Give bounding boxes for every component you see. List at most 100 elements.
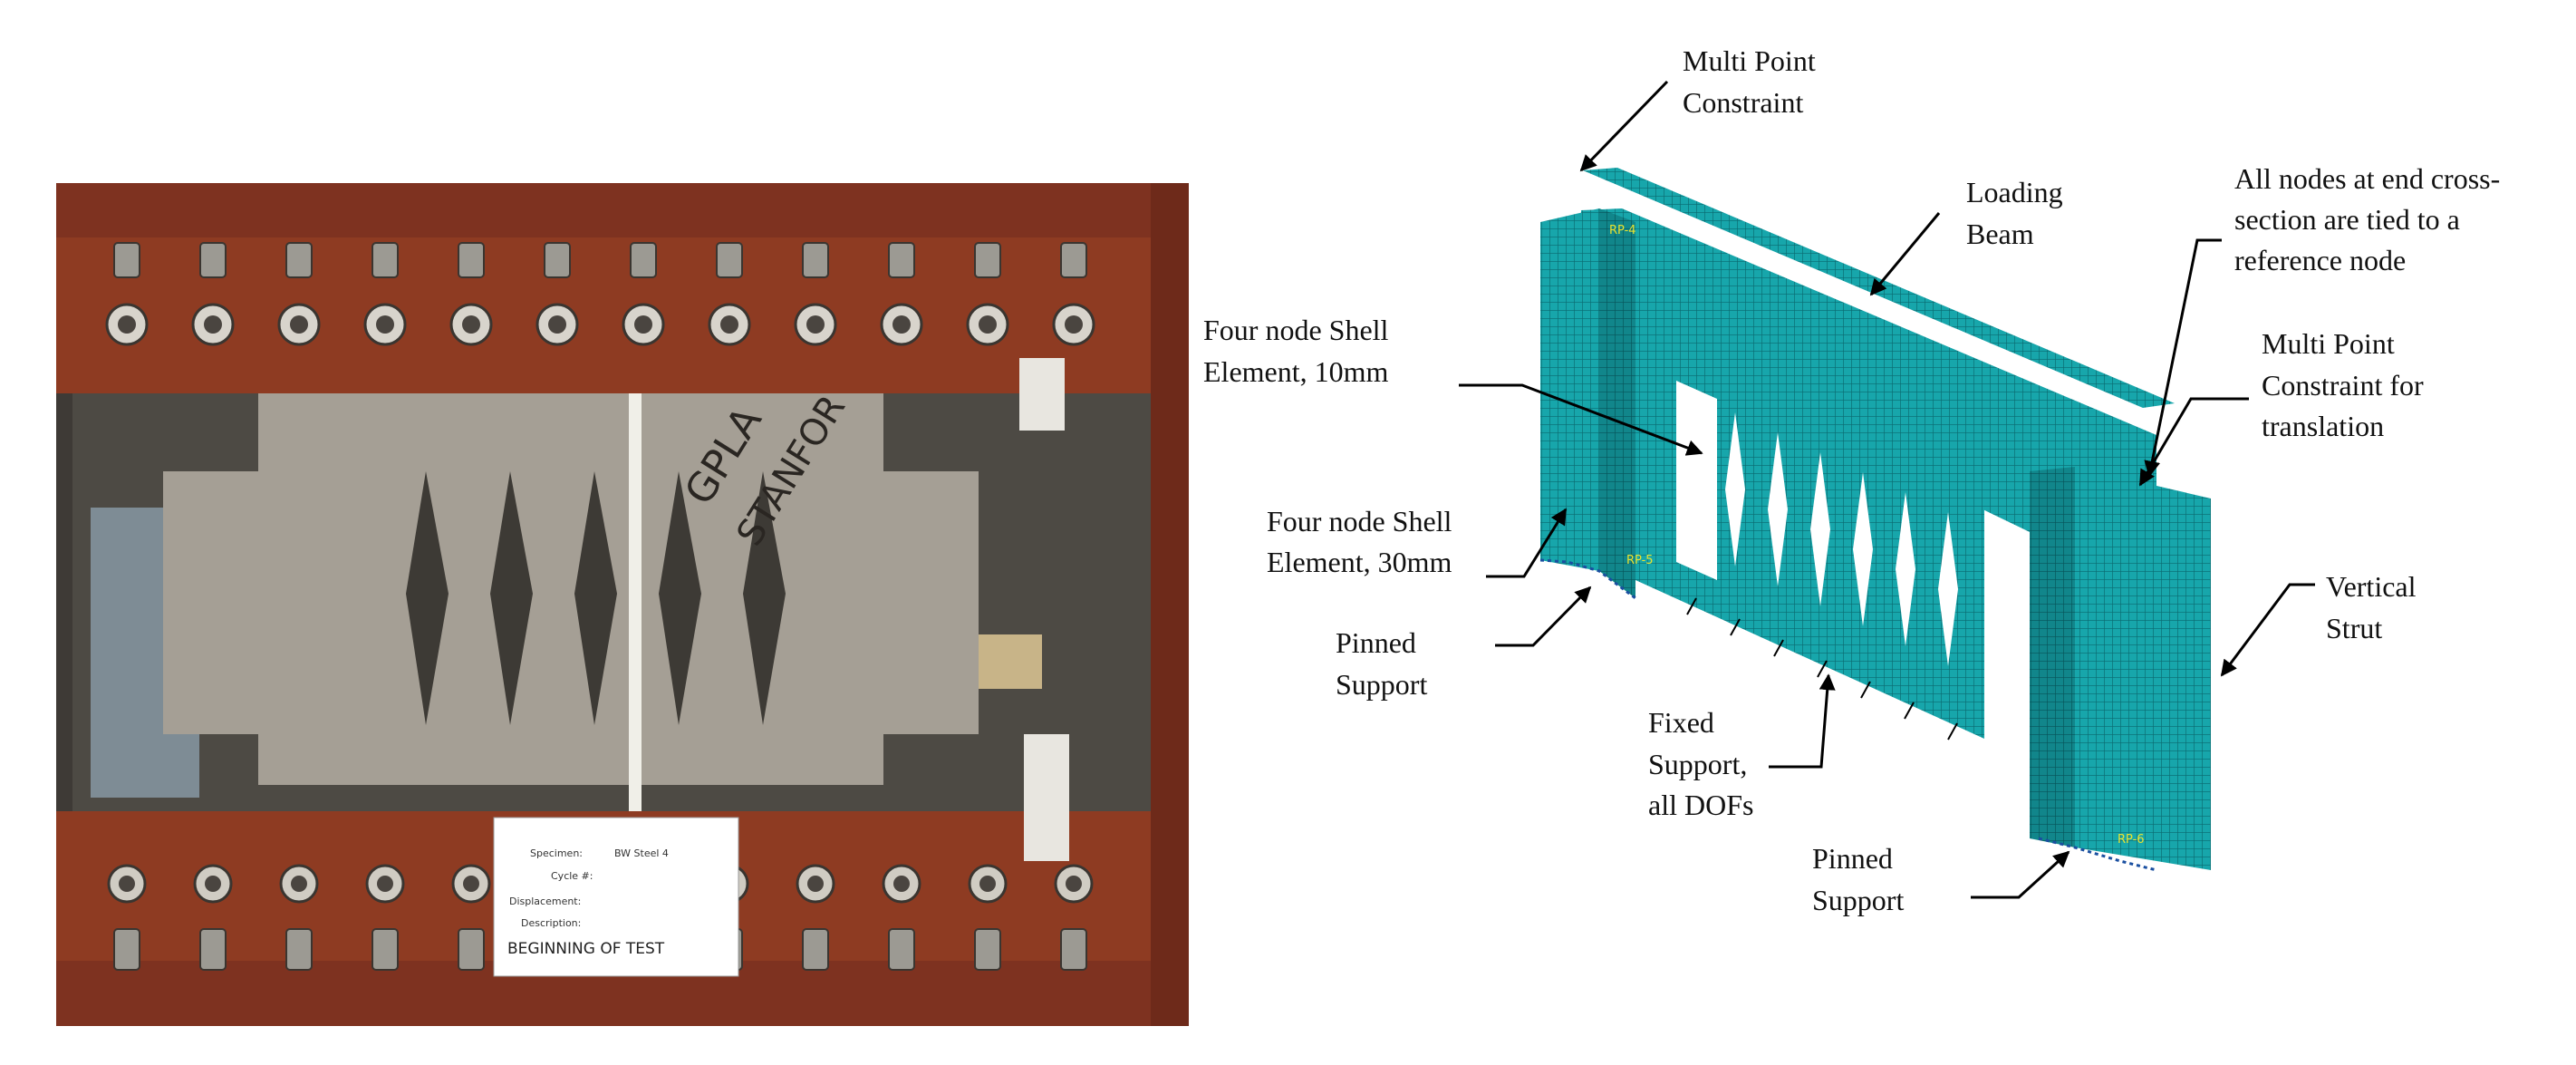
hex-bolt (113, 242, 140, 278)
svg-text:Constraint: Constraint (1683, 86, 1803, 119)
ref-point-rp5: RP-5 (1626, 554, 1654, 567)
hex-bolt (888, 242, 915, 278)
callout-fixed-support: Fixed Support, all DOFs (1648, 673, 1836, 821)
bolt-hole (1065, 315, 1083, 334)
svg-text:Beam: Beam (1966, 218, 2034, 250)
bolt-hole (548, 315, 566, 334)
card-field-cycle: Cycle #: (551, 870, 593, 882)
svg-text:Multi Point: Multi Point (2262, 327, 2395, 360)
card-value-description: BEGINNING OF TEST (507, 940, 665, 958)
callout-mpc-translation: Multi Point Constraint for translation (2138, 327, 2424, 487)
hex-bolt (630, 242, 657, 278)
loading-beam-line-2: Beam (1966, 218, 2034, 250)
end-nodes-line-1: All nodes at end cross- (2234, 162, 2500, 195)
shell-30-line-1: Four node Shell (1267, 505, 1452, 537)
card-field-description: Description: (521, 917, 581, 929)
svg-text:Support: Support (1812, 884, 1904, 916)
fe-diamond (1768, 432, 1788, 586)
card-field-specimen: Specimen: (530, 847, 583, 859)
pinned-left-line-1: Pinned (1336, 626, 1416, 659)
vertical-strut-line-1: Vertical (2326, 570, 2417, 603)
bolt-hole (893, 876, 910, 892)
hex-bolt (285, 242, 313, 278)
bolt-hole (807, 876, 824, 892)
svg-text:Support,: Support, (1648, 748, 1747, 780)
svg-text:Four node Shell: Four node Shell (1267, 505, 1452, 537)
mpc-dashes-right (2038, 837, 2157, 872)
hex-bolt (974, 928, 1001, 971)
vertical-strut-line-2: Strut (2326, 612, 2382, 644)
hex-bolt (371, 928, 399, 971)
bolt-hole (979, 315, 997, 334)
hex-bolt (802, 242, 829, 278)
bottom-washer-row (107, 864, 1094, 904)
loading-beam-line-1: Loading (1966, 176, 2063, 208)
ref-point-rp6: RP-6 (2118, 833, 2145, 847)
callout-pinned-right: Pinned Support (1812, 842, 2070, 916)
test-photo: GPLA STANFOR Specimen: BW Steel 4 Cycle … (56, 183, 1189, 1026)
fe-model: RP-4 RP-5 RP-6 (1539, 168, 2211, 872)
mpc-top-line-1: Multi Point (1683, 44, 1816, 77)
svg-text:All nodes at end cross-: All nodes at end cross- (2234, 162, 2500, 195)
hex-bolt (802, 928, 829, 971)
top-bolt-row (113, 242, 1087, 278)
hex-bolt (544, 242, 571, 278)
svg-text:Four node Shell: Four node Shell (1203, 314, 1389, 346)
bolt-hole (119, 876, 135, 892)
svg-text:Pinned: Pinned (1812, 842, 1893, 875)
callout-mpc-top: Multi Point Constraint (1579, 44, 1816, 172)
loading-beam-web (1581, 208, 2156, 580)
specimen-plate (163, 392, 979, 785)
hex-bolt (371, 242, 399, 278)
fixed-support-hatch (1686, 597, 1958, 741)
specimen-slots (406, 471, 786, 725)
fe-diamond-cutouts (1725, 412, 1958, 666)
bolt-hole (290, 315, 308, 334)
bolt-hole (118, 315, 136, 334)
card-field-displacement: Displacement: (509, 896, 581, 907)
bolt-hole (1066, 876, 1082, 892)
bolt-hole (634, 315, 652, 334)
pinned-right-line-2: Support (1812, 884, 1904, 916)
svg-text:Pinned: Pinned (1336, 626, 1416, 659)
hex-bolt (888, 928, 915, 971)
callout-loading-beam: Loading Beam (1869, 176, 2063, 296)
shell-30-line-2: Element, 30mm (1267, 546, 1452, 578)
mpc-translation-line-2: Constraint for (2262, 369, 2424, 402)
svg-text:Support: Support (1336, 668, 1427, 701)
fe-diamond (1810, 452, 1830, 606)
svg-text:Constraint for: Constraint for (2262, 369, 2424, 402)
card-value-specimen: BW Steel 4 (614, 847, 669, 859)
clamp-top (1019, 358, 1065, 431)
svg-text:Element, 30mm: Element, 30mm (1267, 546, 1452, 578)
left-strut-flange (1540, 208, 1599, 571)
hex-bolt (199, 242, 227, 278)
fixed-support-line-3: all DOFs (1648, 789, 1753, 821)
left-strut-web (1599, 208, 1635, 598)
right-strut-flange (2075, 467, 2211, 870)
svg-text:translation: translation (2262, 410, 2384, 442)
top-frame-beam (56, 183, 1189, 237)
fixed-support-line-1: Fixed (1648, 706, 1714, 739)
fe-diamond (1853, 472, 1873, 626)
frame-right-post (1151, 183, 1189, 1026)
bolt-hole (892, 315, 911, 334)
callout-end-nodes: All nodes at end cross- section are tied… (2144, 162, 2500, 478)
hex-bolt (458, 928, 485, 971)
bolt-hole (720, 315, 738, 334)
right-strut-web (2030, 467, 2075, 847)
specimen-card: Specimen: BW Steel 4 Cycle #: Displaceme… (493, 817, 739, 977)
callout-pinned-left: Pinned Support (1336, 586, 1592, 701)
end-nodes-line-2: section are tied to a (2234, 203, 2460, 236)
svg-text:section are tied to a: section are tied to a (2234, 203, 2460, 236)
bolt-hole (204, 315, 222, 334)
fe-diamond (1938, 512, 1958, 666)
ref-point-rp4: RP-4 (1609, 224, 1636, 237)
fixed-support-line-2: Support, (1648, 748, 1747, 780)
top-washer-row (105, 303, 1095, 346)
svg-text:Fixed: Fixed (1648, 706, 1714, 739)
svg-text:Loading: Loading (1966, 176, 2063, 208)
bolt-hole (979, 876, 996, 892)
